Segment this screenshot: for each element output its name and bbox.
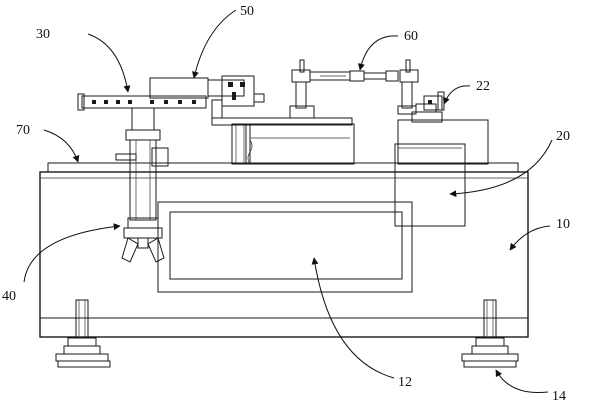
center-block	[211, 117, 355, 165]
callout-20: 20	[556, 129, 570, 144]
callout-22: 22	[476, 79, 490, 94]
callout-40: 40	[2, 289, 16, 304]
callout-10: 10	[556, 217, 570, 232]
leader-lines	[23, 9, 553, 394]
machine-base	[39, 171, 529, 338]
callout-14: 14	[552, 389, 566, 403]
right-foot	[461, 299, 519, 368]
inner-panel	[157, 201, 413, 293]
callout-60: 60	[404, 29, 418, 44]
callout-30: 30	[36, 27, 50, 42]
clamp-22	[423, 91, 445, 111]
callout-12: 12	[398, 375, 412, 390]
callout-70: 70	[16, 123, 30, 138]
slide-assembly-50	[149, 75, 265, 119]
left-foot	[55, 299, 111, 368]
top-plate	[47, 162, 519, 173]
callout-50: 50	[240, 4, 254, 19]
rod-assembly-60	[289, 59, 419, 119]
gripper-column-40	[115, 107, 169, 263]
module-20	[394, 103, 489, 227]
